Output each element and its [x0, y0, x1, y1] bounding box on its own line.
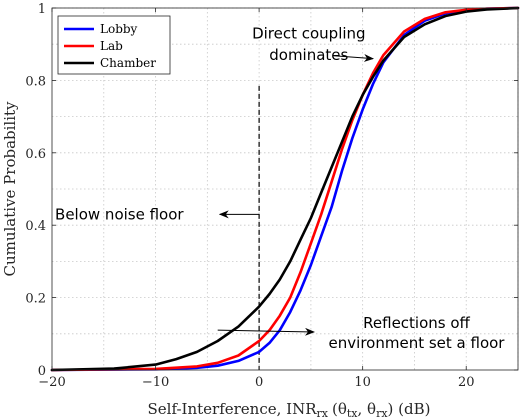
annotation-arrow-0: [333, 54, 375, 63]
x-axis-label-main: Self-Interference, INR: [148, 400, 318, 418]
x-tick-label: 20: [458, 375, 475, 390]
plot-frame: [51, 7, 519, 371]
grid: [52, 7, 519, 370]
x-axis-label-arg2: tx: [347, 407, 358, 418]
x-axis-label-arg1: (θ: [332, 400, 347, 418]
annotation-2-line-1: environment set a floor: [329, 334, 506, 352]
x-axis-label-arg5: ) (dB): [388, 400, 431, 418]
legend-label-lobby: Lobby: [100, 22, 138, 36]
x-axis-label-arg4: rx: [376, 407, 388, 418]
x-axis-label-arg3: , θ: [357, 400, 376, 418]
x-axis-label-sub: rx: [317, 407, 329, 418]
series-lab: [50, 6, 520, 372]
x-tick-label: −20: [38, 375, 65, 390]
legend-label-chamber: Chamber: [100, 56, 156, 70]
x-axis-label: Self-Interference, INRrx(θtx, θrx) (dB): [148, 400, 431, 418]
y-tick-label: 0.8: [25, 74, 46, 89]
x-tick-label: −10: [142, 375, 169, 390]
legend-label-lab: Lab: [100, 39, 123, 53]
y-axis-label: Cumulative Probability: [1, 101, 19, 277]
x-tick-label: 0: [255, 375, 263, 390]
y-tick-label: 0.6: [25, 147, 46, 162]
series-lines: [50, 6, 520, 372]
axis-ticks: −20 −10 0 10 20 0 0.2 0.4 0.6 0.8 1: [25, 2, 518, 390]
y-tick-label: 0.2: [25, 292, 46, 307]
series-lobby: [50, 6, 520, 372]
y-tick-label: 0.4: [25, 219, 46, 234]
series-chamber: [50, 6, 520, 372]
annotation-2-line-0: Reflections off: [363, 314, 470, 332]
annotation-arrow-2: [217, 327, 315, 336]
annotation-0-line-1: dominates: [269, 46, 348, 64]
annotation-0-line-0: Direct coupling: [252, 24, 366, 42]
y-tick-label: 0: [38, 364, 46, 379]
y-tick-label: 1: [38, 2, 46, 17]
x-tick-label: 10: [354, 375, 371, 390]
annotation-1-line-0: Below noise floor: [55, 205, 184, 223]
